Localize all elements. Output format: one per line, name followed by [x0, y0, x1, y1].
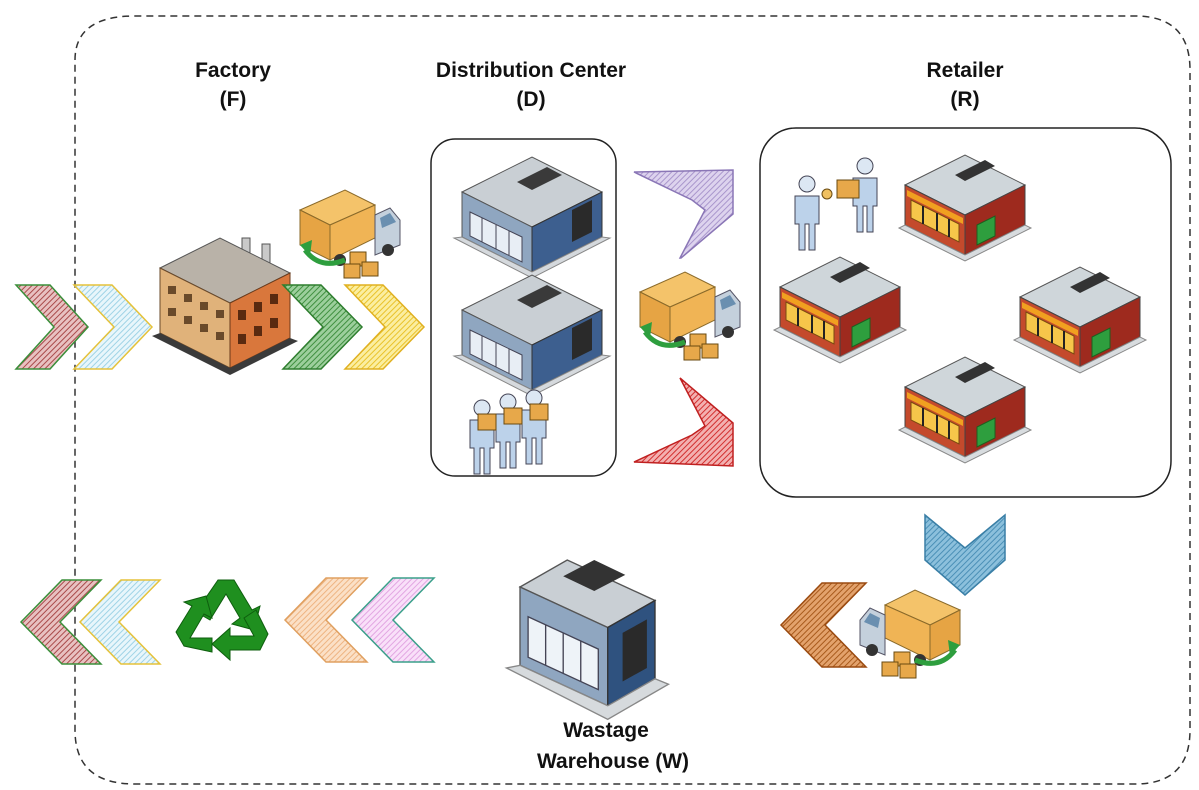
wastage-code: Warehouse (W)	[537, 750, 689, 773]
factory-output-chevron-2	[343, 284, 426, 370]
distribution-code: (D)	[516, 88, 545, 111]
factory-title: Factory	[195, 59, 271, 82]
dc-to-retailer-chevron-top	[633, 169, 734, 259]
dc-workers-icon	[469, 389, 549, 475]
factory-output-chevron-1	[281, 284, 364, 370]
retailer-title: Retailer	[926, 59, 1003, 82]
return-truck-icon	[860, 590, 960, 678]
dc-to-retailer-chevron-bottom	[633, 377, 734, 467]
input-chevron-2	[72, 284, 154, 370]
recycle-output-chevron-1	[78, 579, 162, 665]
factory-icon	[152, 237, 298, 375]
factory-truck-icon	[300, 190, 400, 278]
recycle-icon	[175, 579, 269, 662]
recycle-output-chevron-2	[19, 579, 103, 665]
wastage-warehouse-icon	[504, 559, 671, 721]
wastage-chevron-1	[350, 577, 436, 663]
return-chevron	[779, 582, 868, 668]
system-boundary	[74, 15, 1191, 785]
wastage-title: Wastage	[563, 719, 649, 742]
wastage-chevron-2	[283, 577, 369, 663]
dc-truck-icon	[640, 272, 740, 360]
retail-customers-icon	[794, 157, 878, 251]
retailer-down-chevron	[924, 513, 1006, 596]
distribution-title: Distribution Center	[436, 59, 626, 82]
retailer-code: (R)	[950, 88, 979, 111]
input-chevron-1	[14, 284, 90, 370]
factory-code: (F)	[220, 88, 247, 111]
